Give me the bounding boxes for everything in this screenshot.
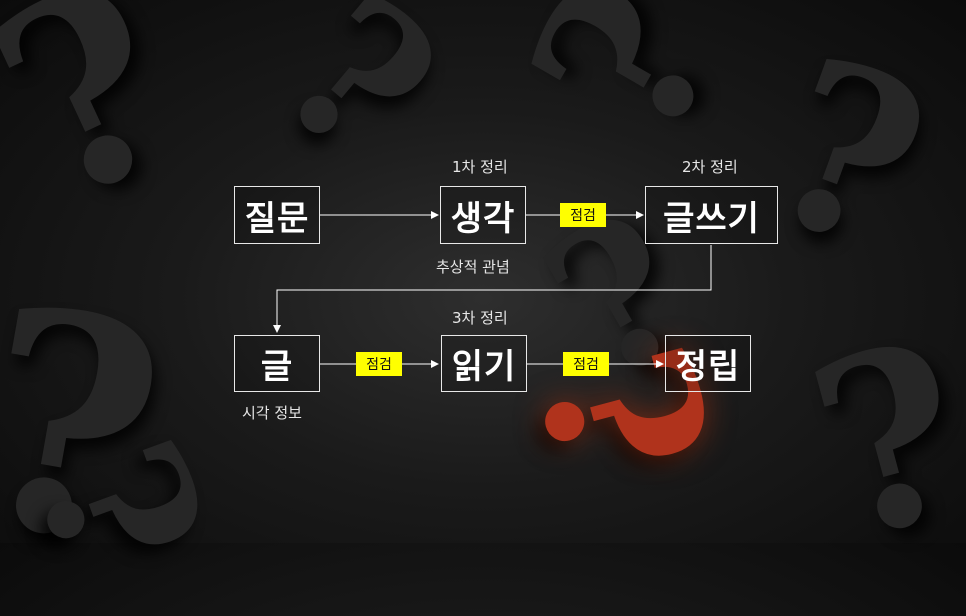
- label-second-summary: 2차 정리: [682, 158, 738, 176]
- node-organizing: 정립: [665, 335, 751, 392]
- label-visual-info: 시각 정보: [242, 404, 302, 422]
- label-third-summary: 3차 정리: [452, 309, 508, 327]
- label-first-summary: 1차 정리: [452, 158, 508, 176]
- flow-connectors: [273, 211, 712, 368]
- node-thought: 생각: [440, 186, 526, 244]
- arrow-writing-text: [273, 245, 712, 333]
- label-abstract-concept: 추상적 관념: [436, 258, 510, 276]
- node-question: 질문: [234, 186, 320, 244]
- check-badge: 점검: [560, 203, 606, 227]
- node-writing: 글쓰기: [645, 186, 778, 244]
- check-badge: 점검: [356, 352, 402, 376]
- check-badge: 점검: [563, 352, 609, 376]
- node-reading: 읽기: [441, 335, 527, 392]
- node-text: 글: [234, 335, 320, 392]
